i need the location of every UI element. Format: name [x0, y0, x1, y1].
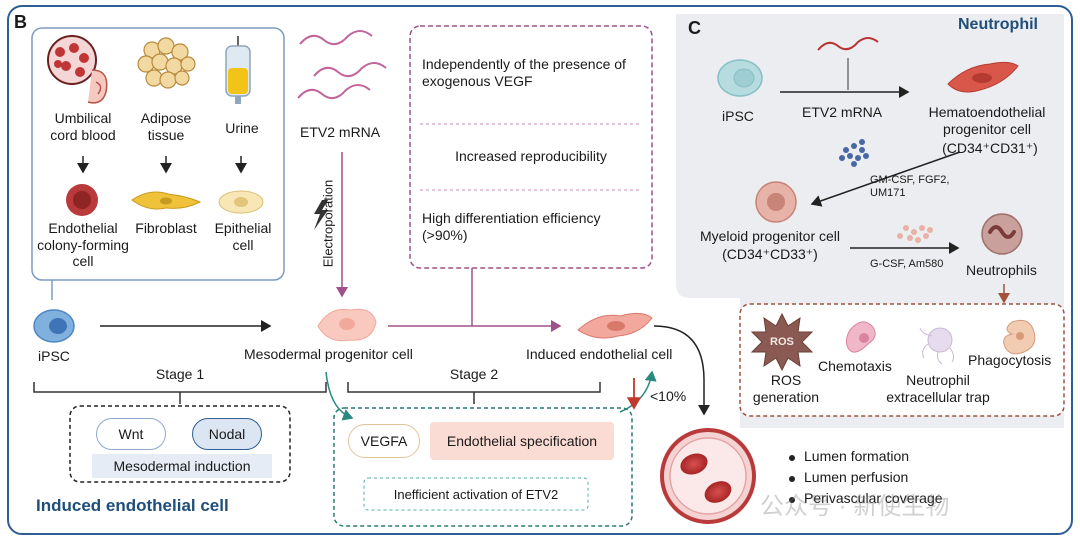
- lightning-icon: [314, 200, 328, 230]
- epithelial-cell-icon: [218, 190, 264, 214]
- nodal-pill: Nodal: [192, 418, 262, 450]
- advantages-box: [409, 25, 653, 269]
- myeloid-cell-label: Myeloid progenitor cell: [699, 228, 841, 244]
- panel-c-title: Neutrophil: [958, 16, 1038, 33]
- derived-fibroblast-label: Fibroblast: [135, 220, 197, 236]
- ros-icon: [750, 312, 814, 372]
- function-ros-label: ROS generation: [752, 372, 820, 405]
- ipsc-label-b: iPSC: [38, 348, 70, 364]
- ecfc-cell-icon: [66, 184, 98, 216]
- hemato-cell-label: Hematoendothelial progenitor cell: [928, 104, 1046, 137]
- endothelial-spec-label: Endothelial specification: [430, 422, 614, 460]
- ipsc-label-c: iPSC: [722, 108, 754, 124]
- hematoendothelial-cell-icon: [947, 61, 1019, 93]
- inefficient-box: [363, 477, 589, 511]
- cytokine-dots-icon-1: [839, 139, 869, 167]
- induced-endothelial-cell-icon: [577, 312, 653, 339]
- outcome-2: Lumen perfusion: [804, 469, 909, 485]
- stage2-label: Stage 2: [449, 366, 499, 382]
- phagocytosis-icon: [1003, 319, 1036, 355]
- induced-cell-label: Induced endothelial cell: [526, 346, 673, 362]
- etv2-mrna-icon-b: [297, 30, 387, 100]
- etv2-mrna-label-b: ETV2 mRNA: [300, 124, 381, 140]
- hemato-markers-label: (CD34⁺CD31⁺): [942, 140, 1038, 156]
- fibroblast-icon: [131, 191, 202, 210]
- vegfa-pill: VEGFA: [348, 424, 420, 458]
- derived-ecfc-label: Endothelial colony-forming cell: [37, 220, 129, 270]
- mesodermal-induction-label: Mesodermal induction: [92, 454, 272, 478]
- advantage-2: Increased reproducibility: [455, 148, 607, 164]
- neutrophils-label: Neutrophils: [966, 262, 1037, 278]
- ros-icon-text: ROS: [770, 336, 794, 348]
- advantage-1: Independently of the presence of exogeno…: [422, 56, 626, 89]
- factors-2-label: G-CSF, Am580: [870, 258, 944, 270]
- factors-1-label: GM-CSF, FGF2, UM171: [870, 174, 950, 199]
- function-chemotaxis-label: Chemotaxis: [818, 358, 892, 374]
- watermark: 公众号 · 新使生物: [760, 493, 950, 520]
- urine-bag-icon: [225, 36, 251, 104]
- net-icon: [919, 327, 955, 365]
- stage1-label: Stage 1: [155, 366, 205, 382]
- function-phagocytosis-label: Phagocytosis: [968, 352, 1052, 368]
- electroporation-label: Electroporation: [320, 179, 336, 268]
- panel-b-letter: B: [14, 12, 27, 32]
- source-umbilical-label: Umbilical cord blood: [50, 110, 116, 143]
- umbilical-cord-blood-icon: [47, 35, 108, 104]
- source-urine-label: Urine: [225, 120, 259, 136]
- neutrophil-functions-box: [739, 303, 1065, 417]
- source-adipose-label: Adipose tissue: [140, 110, 192, 143]
- myeloid-markers-label: (CD34⁺CD33⁺): [722, 246, 818, 262]
- cytokine-dots-icon-2: [897, 225, 933, 243]
- derived-epithelial-label: Epithelial cell: [214, 220, 272, 253]
- myeloid-cell-icon: [755, 181, 797, 223]
- wnt-pill: Wnt: [96, 418, 166, 450]
- chemotaxis-icon: [845, 321, 876, 353]
- ipsc-cell-icon-c: [717, 59, 763, 97]
- blood-vessel-icon: [660, 428, 756, 524]
- mesodermal-cell-label: Mesodermal progenitor cell: [244, 346, 413, 362]
- outcome-1: Lumen formation: [804, 448, 910, 464]
- inefficient-label: Inefficient activation of ETV2: [393, 486, 559, 502]
- outcome-3: Perivascular coverage: [804, 490, 943, 506]
- mesodermal-cell-icon: [317, 308, 377, 342]
- adipose-tissue-icon: [137, 37, 196, 89]
- function-net-label: Neutrophil extracellular trap: [886, 372, 990, 405]
- etv2-mrna-icon-c: [817, 37, 879, 51]
- ipsc-cell-icon-b: [33, 309, 75, 343]
- efficiency-low-label: <10%: [650, 388, 687, 404]
- advantage-3: High differentiation efficiency (>90%): [422, 210, 601, 243]
- etv2-mrna-label-c: ETV2 mRNA: [802, 104, 883, 120]
- panel-b-title: Induced endothelial cell: [36, 496, 229, 515]
- neutrophil-cell-icon: [981, 213, 1023, 255]
- panel-c-letter: C: [688, 18, 701, 38]
